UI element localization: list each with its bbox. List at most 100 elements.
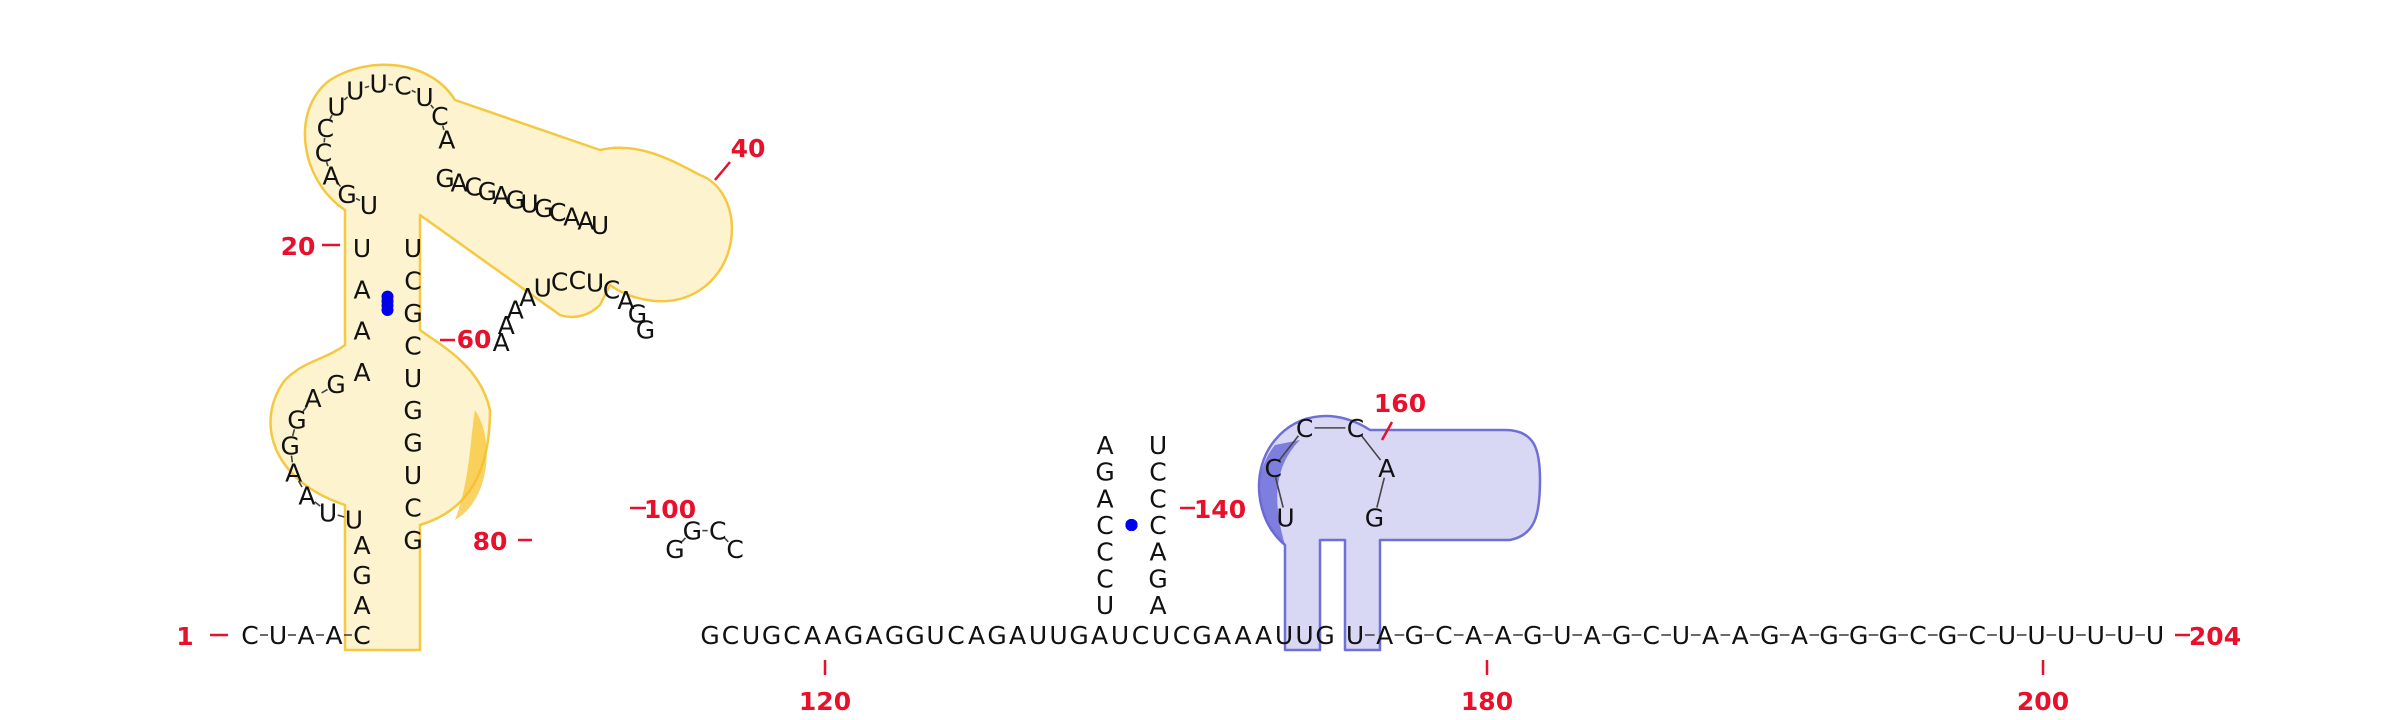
- nucleotide: U: [926, 621, 944, 650]
- gold-region: [269, 63, 734, 652]
- nucleotide: C: [1096, 538, 1113, 567]
- nucleotide: C: [1149, 458, 1166, 487]
- nucleotide: A: [1376, 621, 1393, 650]
- nucleotide: A: [1096, 431, 1113, 460]
- nucleotide: C: [1968, 621, 1985, 650]
- nucleotide: A: [824, 621, 841, 650]
- position-label: 180: [1461, 687, 1513, 716]
- nucleotide: G: [885, 621, 904, 650]
- nucleotide: U: [360, 191, 378, 220]
- nucleotide: A: [1091, 621, 1108, 650]
- backbone-segment: [343, 96, 349, 101]
- backbone-segment: [321, 388, 328, 394]
- backbone-segment: [681, 537, 687, 543]
- nucleotide: A: [493, 181, 510, 210]
- backbone-segment: [411, 89, 417, 94]
- nucleotide: A: [519, 283, 536, 312]
- nucleotide: A: [577, 207, 594, 236]
- nucleotide: G: [280, 432, 299, 461]
- nucleotide: C: [603, 275, 620, 304]
- backbone-segment: [723, 537, 729, 543]
- nucleotide: G: [403, 299, 422, 328]
- nucleotide: C: [241, 621, 258, 650]
- nucleotide: G: [1819, 621, 1838, 650]
- position-label: 20: [281, 232, 316, 261]
- nucleotide: U: [1275, 621, 1293, 650]
- nucleotide: U: [2057, 621, 2075, 650]
- nucleotide: A: [1702, 621, 1719, 650]
- nucleotide: G: [1095, 458, 1114, 487]
- nucleotide: C: [569, 266, 586, 295]
- nucleotide: G: [287, 406, 306, 435]
- position-label: 100: [644, 495, 696, 524]
- nucleotide: G: [1365, 503, 1384, 532]
- highlight-regions: [269, 63, 1542, 652]
- nucleotide: A: [1214, 621, 1231, 650]
- nucleotide: U: [1295, 621, 1313, 650]
- backbone-segment: [337, 514, 345, 518]
- nucleotide: C: [1909, 621, 1926, 650]
- nucleotide: G: [1879, 621, 1898, 650]
- nucleotide: U: [1998, 621, 2016, 650]
- nucleotide: C: [1643, 621, 1660, 650]
- position-label: 1: [176, 622, 193, 651]
- nucleotide: G: [628, 299, 647, 328]
- nucleotide: C: [549, 198, 566, 227]
- backbone-segment: [364, 85, 370, 89]
- nucleotide: A: [1149, 538, 1166, 567]
- backbone-links: [260, 83, 2145, 636]
- nucleotide: A: [353, 317, 370, 346]
- nucleotide: U: [520, 190, 538, 219]
- nucleotide: U: [586, 269, 604, 298]
- nucleotide: G: [700, 621, 719, 650]
- nucleotide: C: [722, 621, 739, 650]
- backbone-segment: [302, 405, 308, 413]
- nucleotide: C: [1347, 414, 1364, 443]
- nucleotide: C: [783, 621, 800, 650]
- backbone-segment: [441, 125, 445, 131]
- position-tick: [714, 161, 731, 181]
- base-pair-dot: [381, 290, 394, 303]
- nucleotide: A: [617, 286, 634, 315]
- nucleotide: G: [987, 621, 1006, 650]
- nucleotide: C: [464, 173, 481, 202]
- position-label: 80: [473, 527, 508, 556]
- backbone-segment: [1278, 435, 1300, 461]
- nucleotide: U: [1672, 621, 1690, 650]
- nucleotide: A: [353, 531, 370, 560]
- nucleotide: U: [1553, 621, 1571, 650]
- nucleotide: U: [1152, 621, 1170, 650]
- nucleotide: U: [346, 77, 364, 106]
- nucleotide: U: [404, 234, 422, 263]
- nucleotide: G: [1069, 621, 1088, 650]
- nucleotide: U: [1096, 591, 1114, 620]
- blue-accent: [1258, 440, 1300, 545]
- nucleotide: U: [404, 364, 422, 393]
- nucleotide: C: [404, 494, 421, 523]
- nucleotide: C: [1265, 454, 1282, 483]
- nucleotide: G: [337, 180, 356, 209]
- nucleotide: U: [2116, 621, 2134, 650]
- gold-accent: [455, 410, 487, 520]
- nucleotide: A: [451, 168, 468, 197]
- nucleotide: U: [2146, 621, 2164, 650]
- nucleotide: C: [1096, 511, 1113, 540]
- base-pair-dots: [381, 290, 1138, 531]
- nucleotide: A: [353, 275, 370, 304]
- nucleotide: U: [1276, 503, 1294, 532]
- nucleotide: A: [438, 126, 455, 155]
- nucleotide: A: [298, 482, 315, 511]
- position-label: 160: [1374, 389, 1426, 418]
- nucleotide: A: [1255, 621, 1272, 650]
- nucleotide: A: [1096, 484, 1113, 513]
- nucleotide: C: [1296, 414, 1313, 443]
- nucleotide: U: [591, 211, 609, 240]
- nucleotide: U: [327, 92, 345, 121]
- backbone-segment: [1360, 435, 1382, 461]
- position-label: 140: [1194, 495, 1246, 524]
- nucleotide: U: [1346, 621, 1364, 650]
- nucleotide: A: [498, 311, 515, 340]
- nucleotide: A: [1732, 621, 1749, 650]
- position-label: 60: [457, 325, 492, 354]
